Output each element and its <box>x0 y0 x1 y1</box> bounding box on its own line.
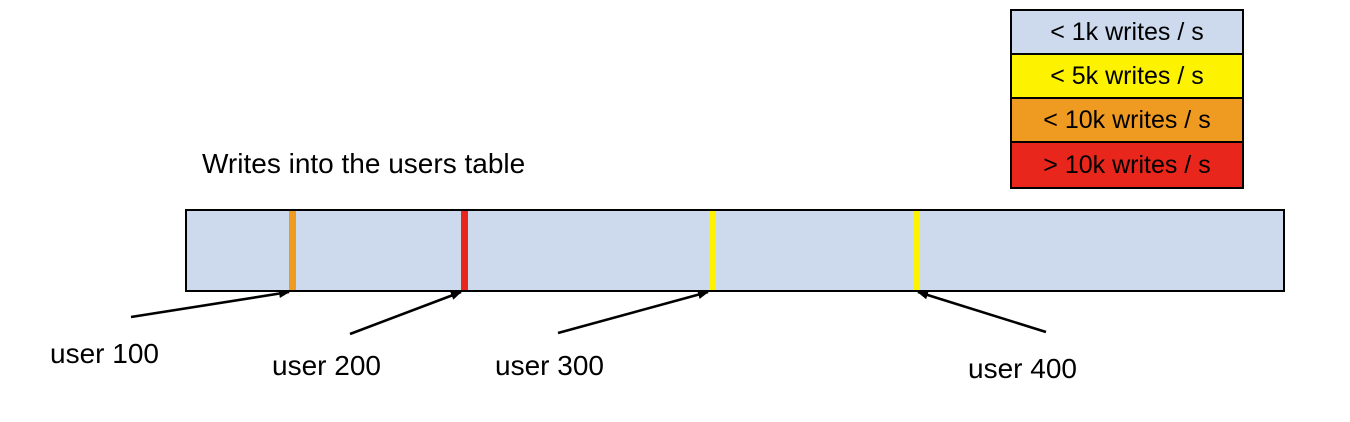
stripe-user-400 <box>913 211 920 290</box>
stripe-user-300 <box>709 211 716 290</box>
user-marker-label-1: user 100 <box>50 338 159 369</box>
stripe-user-100 <box>289 211 296 290</box>
legend-label-gt-10k: > 10k writes / s <box>1043 150 1211 179</box>
arrow-to-user-marker-1 <box>130 289 290 319</box>
user-marker-label-2: user 200 <box>272 350 381 381</box>
arrow-to-user-marker-3 <box>557 290 709 335</box>
arrow-to-user-marker-2 <box>349 290 462 336</box>
user-marker-label-3: user 300 <box>495 350 604 381</box>
legend-label-lt-1k: < 1k writes / s <box>1050 17 1204 46</box>
chart-title: Writes into the users table <box>202 148 526 179</box>
legend-item-lt-5k: < 5k writes / s <box>1012 55 1242 99</box>
write-rate-legend: < 1k writes / s < 5k writes / s < 10k wr… <box>1010 9 1244 189</box>
legend-label-lt-5k: < 5k writes / s <box>1050 61 1204 90</box>
stripe-user-200 <box>461 211 468 290</box>
arrow-to-user-marker-4 <box>917 290 1047 334</box>
legend-item-lt-10k: < 10k writes / s <box>1012 99 1242 143</box>
user-marker-label-4: user 400 <box>968 353 1077 384</box>
legend-item-lt-1k: < 1k writes / s <box>1012 11 1242 55</box>
legend-item-gt-10k: > 10k writes / s <box>1012 143 1242 187</box>
legend-label-lt-10k: < 10k writes / s <box>1043 105 1211 134</box>
users-table-keyspace-bar <box>185 209 1285 292</box>
